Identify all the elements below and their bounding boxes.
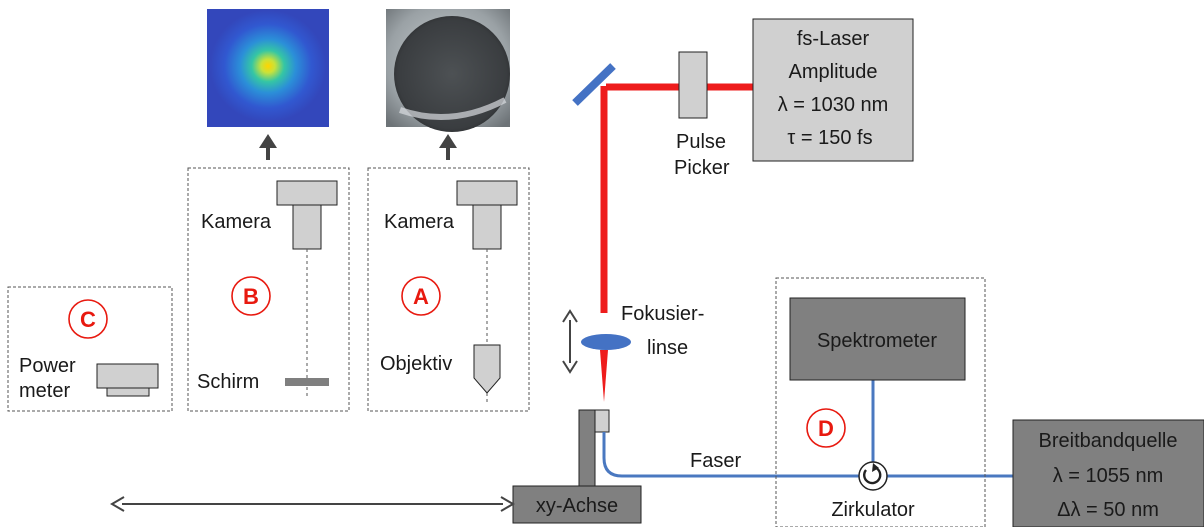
broadband-source-box: Breitbandquelle λ = 1055 nm Δλ = 50 nm: [1012, 419, 1204, 527]
setup-d-letter: D: [818, 416, 834, 441]
spectrometer-box: [789, 297, 966, 381]
microscope-image: [386, 9, 510, 132]
laser-pulse-duration: τ = 150 fs: [787, 127, 872, 149]
setup-d-box: Spektrometer D Zirkulator: [775, 277, 986, 527]
focus-lens: Fokusier- linse: [581, 303, 704, 359]
camera-b-label: Kamera: [201, 211, 272, 233]
setup-c-letter: C: [80, 307, 96, 332]
laser-wavelength: λ = 1030 nm: [778, 94, 889, 116]
pulse-picker-label-2: Picker: [674, 157, 730, 179]
stage-label: xy-Achse: [536, 495, 618, 517]
pulse-picker-box: Pulse Picker: [674, 51, 730, 179]
laser-title: fs-Laser: [797, 28, 870, 50]
stage-travel-arrow: [110, 496, 515, 512]
circulator: [858, 461, 888, 491]
pulse-picker-label-1: Pulse: [676, 131, 726, 153]
power-meter-label-1: Power: [19, 355, 76, 377]
beam-profile-image: [207, 9, 329, 127]
objective-lens: [473, 344, 501, 394]
arrow-up-a: [439, 134, 457, 160]
circulator-label: Zirkulator: [831, 499, 915, 521]
focus-lens-label-1: Fokusier-: [621, 303, 704, 325]
source-bandwidth: Δλ = 50 nm: [1057, 499, 1159, 521]
xy-stage: xy-Achse: [512, 409, 642, 524]
camera-a-label: Kamera: [384, 211, 455, 233]
power-meter-label-2: meter: [19, 380, 70, 402]
screen-plate: [285, 378, 329, 386]
screen-label: Schirm: [197, 371, 259, 393]
objective-label: Objektiv: [380, 353, 452, 375]
setup-b-box: Kamera B Schirm: [187, 167, 350, 412]
setup-a-box: Kamera A Objektiv: [367, 167, 530, 412]
laser-brand: Amplitude: [789, 61, 878, 83]
camera-a: [456, 180, 518, 250]
deflection-mirror: [572, 63, 616, 106]
laser-box: fs-Laser Amplitude λ = 1030 nm τ = 150 f…: [752, 18, 914, 162]
setup-a-letter: A: [413, 284, 429, 309]
source-title: Breitbandquelle: [1039, 430, 1178, 452]
lens-travel-arrow: [562, 309, 578, 374]
source-wavelength: λ = 1055 nm: [1053, 465, 1164, 487]
spectrometer-label: Spektrometer: [817, 330, 937, 352]
focus-lens-label-2: linse: [647, 337, 688, 359]
camera-b: [276, 180, 338, 250]
fiber-label: Faser: [690, 450, 741, 472]
setup-c-box: C Power meter: [7, 286, 173, 412]
setup-b-letter: B: [243, 284, 259, 309]
arrow-up-b: [259, 134, 277, 160]
fiber: Faser: [602, 380, 1013, 478]
